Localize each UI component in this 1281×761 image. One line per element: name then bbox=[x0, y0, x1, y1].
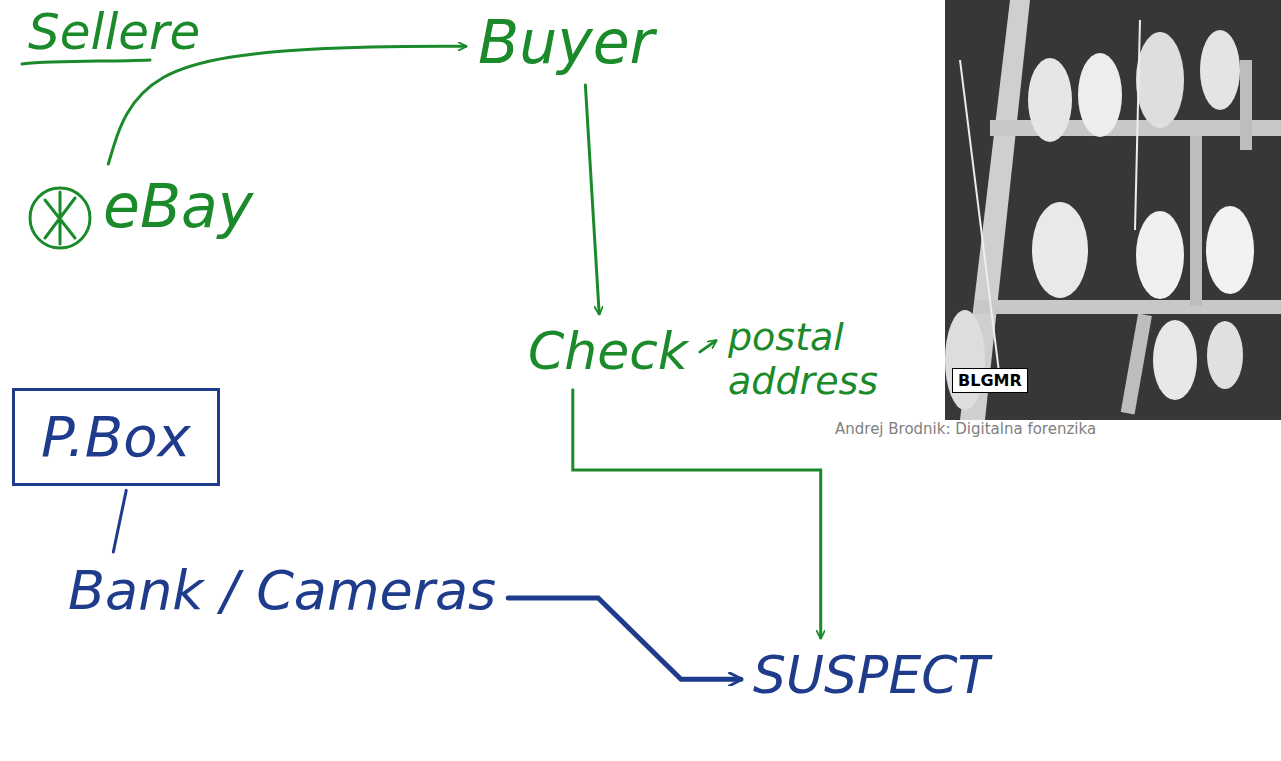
handwritten-word: SUSPECT bbox=[745, 642, 997, 710]
connector-arrow bbox=[508, 598, 741, 679]
connector-arrow bbox=[700, 341, 716, 352]
handwritten-word: Sellere bbox=[20, 0, 208, 66]
process-box: P.Box bbox=[12, 388, 220, 486]
connector-arrow bbox=[573, 390, 821, 638]
circled-star bbox=[30, 188, 90, 248]
handwritten-word: Buyer bbox=[470, 4, 662, 81]
node-text: SUSPECT bbox=[753, 646, 989, 706]
connector-arrow bbox=[585, 85, 599, 314]
handwritten-word: postal address bbox=[720, 312, 900, 407]
photo-caption: BLGMR bbox=[952, 368, 1028, 393]
handwritten-word: Bank / Cameras bbox=[60, 556, 504, 626]
node-text: Sellere bbox=[28, 4, 200, 62]
node-text: P.Box bbox=[41, 405, 191, 469]
node-text: eBay bbox=[103, 172, 253, 241]
node-text: Buyer bbox=[478, 8, 654, 77]
connector-arrow bbox=[108, 46, 466, 164]
star-mark bbox=[45, 192, 75, 244]
handwritten-word: Check bbox=[520, 318, 696, 386]
connector-arrow bbox=[113, 490, 126, 552]
node-text: postal address bbox=[728, 316, 892, 403]
footer-note: Andrej Brodnik: Digitalna forenzika bbox=[835, 420, 1096, 438]
node-text: Bank / Cameras bbox=[68, 560, 496, 622]
handwritten-word: eBay bbox=[95, 168, 261, 245]
marina-photo bbox=[945, 0, 1281, 420]
node-text: Check bbox=[528, 322, 688, 382]
